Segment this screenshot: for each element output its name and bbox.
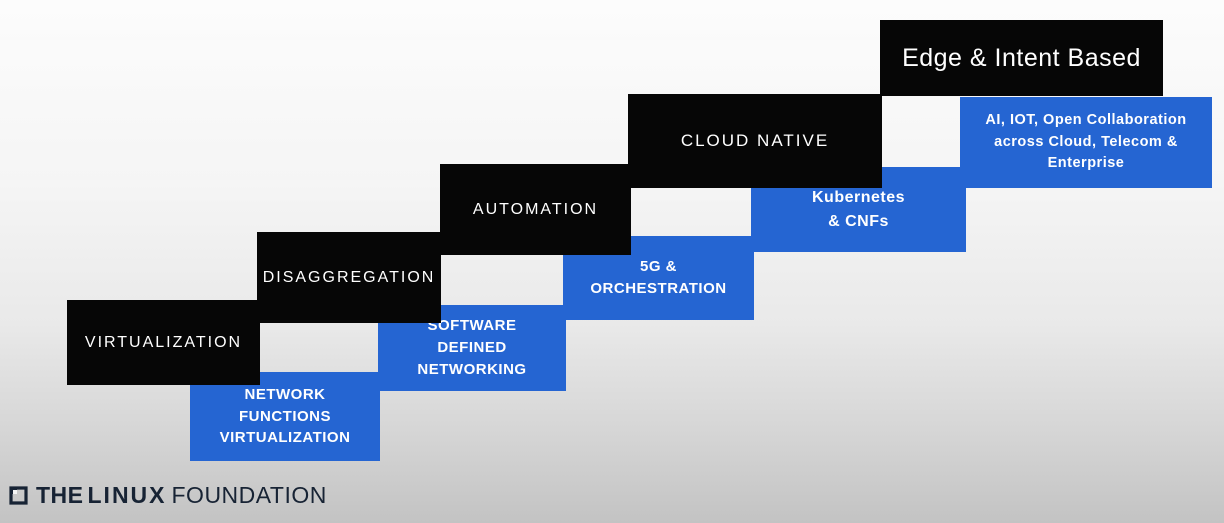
stage-software-defined-networking-box: SOFTWARE DEFINED NETWORKING (378, 305, 566, 391)
stage-virtualization-label: VIRTUALIZATION (84, 333, 243, 351)
linux-foundation-logo-icon (8, 485, 29, 506)
logo-word-the: THE (36, 482, 84, 508)
linux-foundation-logo: THE LINUX FOUNDATION (8, 482, 327, 509)
stage-kubernetes-cnfs-label: Kubernetes & CNFs (811, 189, 906, 230)
stage-edge-intent-based-label: Edge & Intent Based (902, 43, 1141, 72)
stage-network-functions-virtualization-label: NETWORK FUNCTIONS VIRTUALIZATION (219, 385, 351, 447)
stage-ai-iot-open-collaboration-label: AI, IOT, Open Collaboration across Cloud… (985, 111, 1187, 172)
stage-disaggregation-box: DISAGGREGATION (257, 232, 441, 323)
stage-cloud-native-label: CLOUD NATIVE (680, 131, 830, 150)
stage-automation-box: AUTOMATION (440, 164, 631, 255)
logo-word-linux: LINUX (87, 482, 167, 508)
linux-foundation-logo-text: THE LINUX FOUNDATION (36, 482, 327, 509)
logo-word-foundation: FOUNDATION (171, 482, 327, 508)
stage-disaggregation-label: DISAGGREGATION (262, 268, 436, 286)
stage-5g-orchestration-box: 5G & ORCHESTRATION (563, 236, 754, 320)
stage-software-defined-networking-label: SOFTWARE DEFINED NETWORKING (417, 317, 527, 378)
stage-network-functions-virtualization-box: NETWORK FUNCTIONS VIRTUALIZATION (190, 372, 380, 461)
stage-ai-iot-open-collaboration-box: AI, IOT, Open Collaboration across Cloud… (960, 97, 1212, 188)
stage-automation-label: AUTOMATION (472, 200, 599, 218)
stage-edge-intent-based-box: Edge & Intent Based (880, 20, 1163, 96)
stage-virtualization-box: VIRTUALIZATION (67, 300, 260, 385)
stage-5g-orchestration-label: 5G & ORCHESTRATION (590, 258, 727, 297)
stage-cloud-native-box: CLOUD NATIVE (628, 94, 882, 188)
